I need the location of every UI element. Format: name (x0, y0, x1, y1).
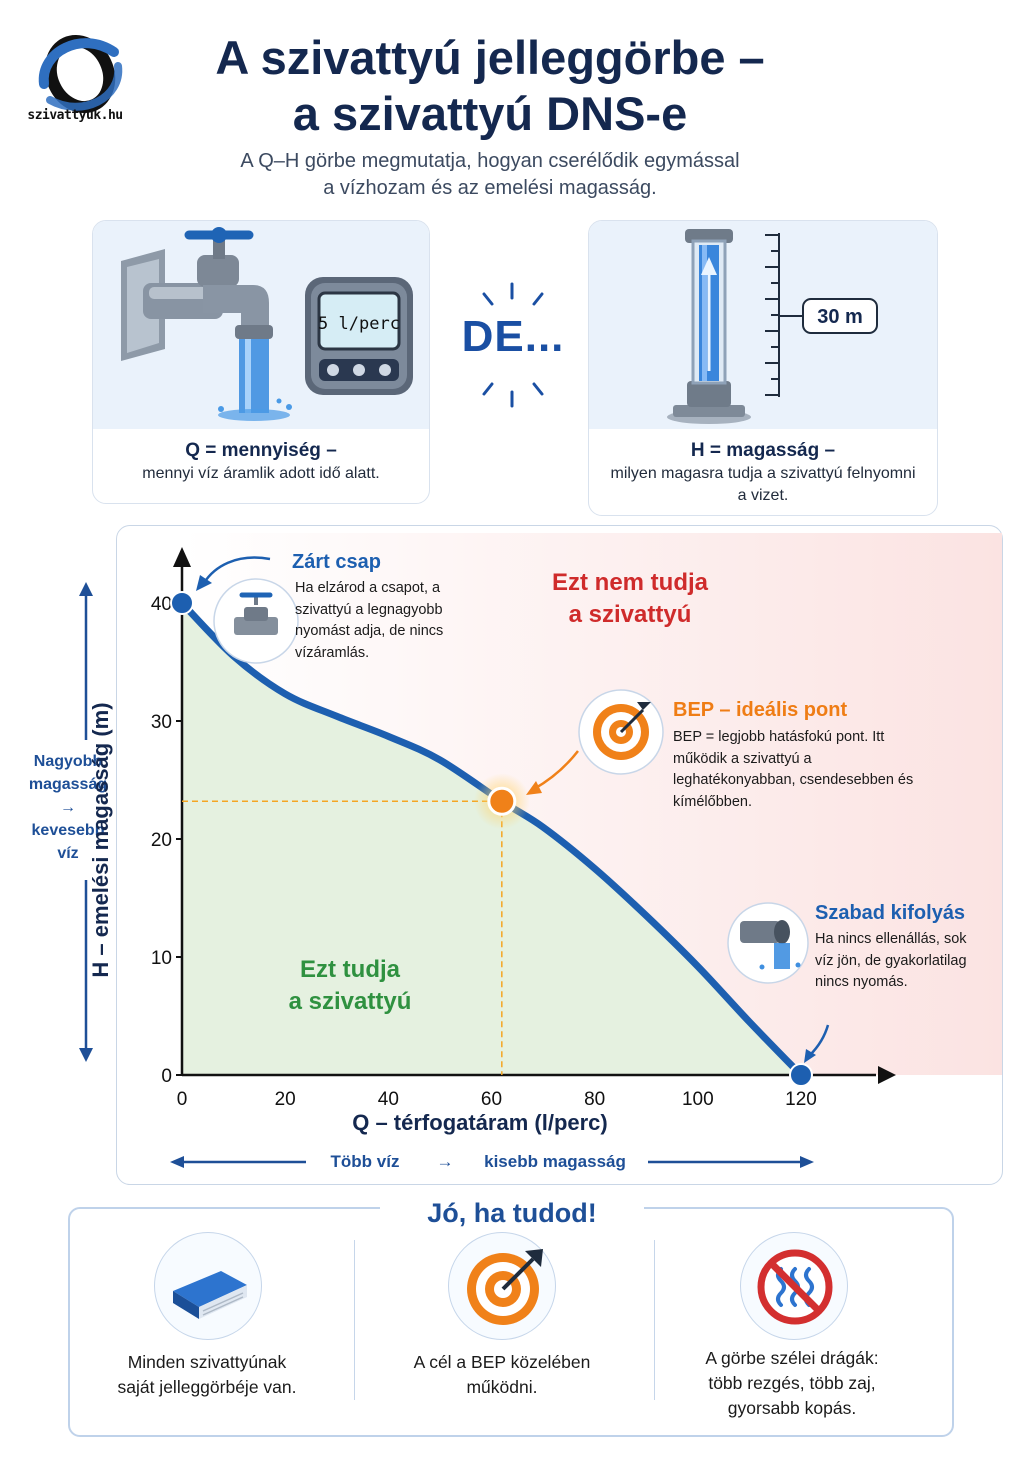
height-card-desc: milyen magasra tudja a szivattyú felnyom… (610, 465, 916, 504)
x-tick-label: 120 (785, 1089, 817, 1110)
tips-divider (654, 1240, 655, 1400)
free-flow-point[interactable] (789, 1063, 813, 1087)
tip-2-text: A cél a BEP közelében működni. (372, 1350, 632, 1400)
tip-1-badge (154, 1232, 262, 1340)
tip-3-line-3: gyorsabb kopás. (727, 1398, 857, 1418)
possible-line-2: a szivattyú (288, 988, 412, 1015)
contrast-label: DE... (461, 312, 565, 361)
page-subtitle-line-2: a vízhozam és az emelési magasság. (323, 177, 657, 199)
possible-label: Ezt tudja a szivattyú (250, 954, 450, 1018)
left-note-line-3: kevesebb (31, 822, 105, 839)
x-tick-label: 80 (584, 1089, 605, 1110)
tip-2-line-1: A cél a BEP közelében (413, 1352, 591, 1372)
outflow-pipe-icon (727, 902, 809, 984)
bottom-note-less-height: kisebb magasság (484, 1152, 626, 1171)
tip-1-text: Minden szivattyúnak saját jelleggörbéje … (77, 1350, 337, 1400)
flow-meter-value: 5 l/perc (318, 314, 400, 334)
not-possible-label: Ezt nem tudja a szivattyú (520, 567, 740, 631)
page-title-line-1: A szivattyú jelleggörbe – (215, 31, 765, 84)
tip-3-line-2: több rezgés, több zaj, (708, 1373, 876, 1393)
flow-card: 5 l/perc Q = mennyiség – mennyi víz áram… (92, 220, 430, 504)
brand-logo-text[interactable]: szivattyuk.hu (27, 108, 123, 123)
bottom-note-arrow: → (436, 1152, 454, 1171)
not-possible-line-2: a szivattyú (568, 601, 692, 628)
page-subtitle-line-1: A Q–H görbe megmutatja, hogyan cserélődi… (240, 150, 740, 172)
y-tick-label: 0 (161, 1066, 172, 1087)
water-column-icon: 30 m (667, 229, 878, 424)
x-tick-label: 0 (177, 1089, 188, 1110)
bottom-arrow-right-head-icon (800, 1156, 814, 1168)
bep-point[interactable] (487, 786, 517, 816)
left-note-line-2: magasság (28, 776, 108, 793)
height-card-caption: H = magasság – milyen magasra tudja a sz… (589, 429, 937, 515)
tip-3-line-1: A görbe szélei drágák: (705, 1348, 879, 1368)
target-icon (467, 1249, 543, 1325)
possible-region (182, 603, 801, 1075)
page-title: A szivattyú jelleggörbe – a szivattyú DN… (150, 30, 830, 142)
flow-card-caption: Q = mennyiség – mennyi víz áramlik adott… (93, 429, 429, 503)
height-card: 30 m H = magasság – milyen magasra tudja… (588, 220, 938, 516)
y-tick-label: 40 (151, 594, 172, 615)
left-vertical-arrow-icon (79, 582, 93, 1062)
closed-valve-icon (213, 578, 299, 664)
height-card-illustration: 30 m (589, 221, 937, 429)
height-gauge-value: 30 m (817, 306, 863, 328)
height-card-title: H = magasság – (690, 440, 836, 461)
flow-card-illustration: 5 l/perc (93, 221, 429, 429)
left-side-note: Nagyobb magasság → kevesebb víz (20, 750, 116, 865)
free-pointer-head-icon (804, 1049, 816, 1063)
page-subtitle: A Q–H görbe megmutatja, hogyan cserélődi… (150, 148, 830, 202)
x-tick-label: 20 (275, 1089, 296, 1110)
closed-pointer-head-icon (196, 575, 212, 591)
left-note-line-1: Nagyobb (33, 753, 103, 770)
y-axis-label: H – emelési magasság (m) (88, 702, 113, 978)
left-note-arrow: → (60, 799, 76, 816)
y-tick-label: 10 (151, 948, 172, 969)
tip-3-text: A görbe szélei drágák: több rezgés, több… (662, 1346, 922, 1421)
flow-card-desc: mennyi víz áramlik adott idő alatt. (142, 465, 380, 482)
not-possible-line-1: Ezt nem tudja (551, 569, 708, 596)
faucet-icon (121, 227, 292, 421)
shutoff-text: Ha elzárod a csapot, a szivattyú a legna… (295, 580, 444, 661)
shutoff-title: Zárt csap (292, 551, 381, 573)
bep-title: BEP – ideális pont (673, 699, 848, 721)
tip-1-line-2: saját jelleggörbéje van. (117, 1377, 297, 1397)
tip-2-badge (448, 1232, 556, 1340)
x-tick-label: 100 (682, 1089, 714, 1110)
closed-pointer (202, 556, 271, 584)
free-flow-text: Ha nincs ellenállás, sok víz jön, de gya… (815, 931, 967, 990)
shutoff-point[interactable] (170, 591, 194, 615)
bep-text: BEP = legjobb hatásfokú pont. Itt működi… (673, 729, 914, 810)
target-icon (578, 689, 664, 775)
x-tick-label: 40 (378, 1089, 399, 1110)
tips-divider (354, 1240, 355, 1400)
book-icon (173, 1271, 247, 1319)
tip-1-line-1: Minden szivattyúnak (127, 1352, 287, 1372)
tip-3-badge (740, 1232, 848, 1340)
no-vibration-icon (757, 1249, 833, 1325)
emphasis-rays-icon (482, 282, 544, 408)
y-tick-label: 30 (151, 712, 172, 733)
x-axis-label: Q – térfogatáram (l/perc) (352, 1110, 608, 1135)
y-tick-label: 20 (151, 830, 172, 851)
bottom-note-more-water: Több víz (330, 1152, 400, 1171)
y-axis-arrow-icon (173, 547, 191, 567)
axis-ticks: 0 20 40 60 80 100 120 0 10 20 30 40 (151, 594, 817, 1110)
flow-meter-icon: 5 l/perc (305, 277, 413, 395)
bep-pointer-head-icon (526, 781, 542, 795)
x-tick-label: 60 (481, 1089, 502, 1110)
possible-line-1: Ezt tudja (300, 956, 400, 983)
bottom-arrow-left-head-icon (170, 1156, 184, 1168)
tip-2-line-2: működni. (466, 1377, 538, 1397)
qh-chart: 0 20 40 60 80 100 120 0 10 20 30 40 (151, 533, 1002, 1168)
tips-title: Jó, ha tudod! (380, 1198, 644, 1229)
free-flow-title: Szabad kifolyás (815, 902, 966, 924)
brand-logo-icon[interactable] (22, 22, 142, 134)
page-title-line-2: a szivattyú DNS-e (292, 87, 688, 140)
left-note-line-4: víz (57, 845, 79, 862)
x-axis-arrow-icon (878, 1066, 896, 1084)
flow-card-title: Q = mennyiség – (185, 440, 337, 461)
